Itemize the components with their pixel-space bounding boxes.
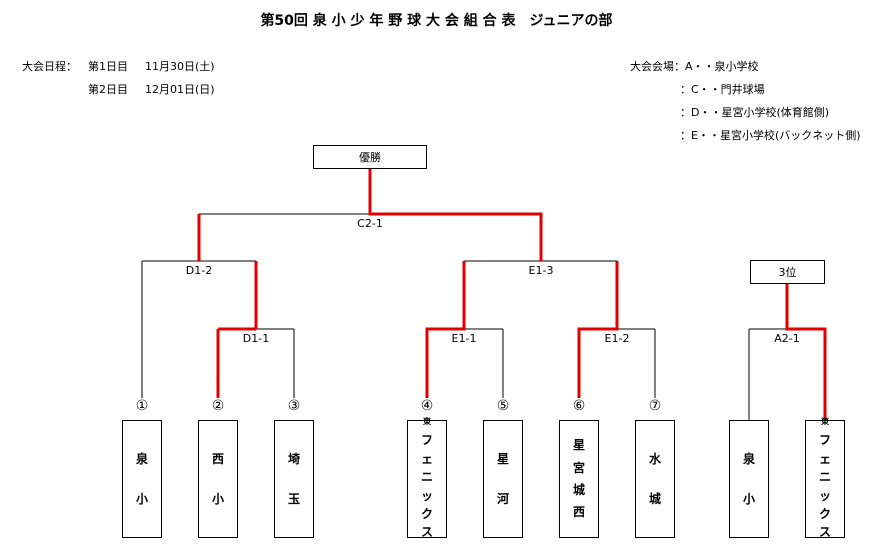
team-name-char: 泉 — [135, 451, 148, 466]
venue-label: 大会会場： — [630, 60, 685, 73]
team-name-char: ッ — [420, 488, 433, 503]
team-number-5: ⑤ — [496, 398, 510, 414]
team-number-4: ④ — [420, 398, 434, 414]
team-number-1: ① — [135, 398, 149, 414]
venue-e: ：E・・星宮小学校(バックネット側) — [680, 129, 861, 142]
team-number-3: ③ — [287, 398, 301, 414]
team-number-2: ② — [211, 398, 225, 414]
team-box-5: 星 河 — [483, 420, 523, 538]
match-third: A2-1 — [774, 332, 800, 345]
team-name-char: 星 — [496, 451, 509, 466]
winner-path-e12 — [577, 261, 619, 398]
winner-path-champion — [368, 168, 543, 261]
team-name-char: ェ — [420, 451, 433, 466]
team-name-char: 城 — [648, 492, 661, 506]
venue-d: ：D・・星宮小学校(体育館側) — [680, 106, 830, 119]
day2-date: 12月01日(日) — [145, 83, 215, 96]
team-name-char: ク — [818, 506, 831, 521]
team-name-char: ス — [420, 525, 433, 540]
team-name-char: 宮 — [572, 460, 585, 475]
team-box-3: 埼 玉 — [274, 420, 314, 538]
match-semi-right: E1-3 — [528, 264, 554, 277]
team-name-char: 水 — [648, 451, 661, 466]
team-name-char: ニ — [818, 470, 831, 485]
champion-box: 優勝 — [313, 145, 427, 169]
team-name-prefix: 東 — [821, 417, 829, 427]
match-d11: D1-1 — [242, 332, 270, 345]
team-name-char: ェ — [818, 451, 831, 466]
third-place-box: 3位 — [750, 260, 825, 284]
match-e11: E1-1 — [451, 332, 477, 345]
match-final: C2-1 — [357, 217, 383, 230]
team-number-6: ⑥ — [572, 398, 586, 414]
team-name-prefix: 東 — [423, 417, 431, 427]
winner-path-third — [785, 284, 827, 420]
team-name-char: ス — [818, 525, 831, 540]
day2-label: 第2日目 — [88, 83, 128, 96]
team-name-char: 玉 — [287, 492, 300, 506]
team-name-char: 小 — [135, 492, 148, 506]
team-name-char: ニ — [420, 470, 433, 485]
team-box-6: 星 宮 城 西 — [559, 420, 599, 538]
third-team-box-2: 東 フ ェ ニ ッ ク ス — [805, 417, 845, 540]
team-name-char: 埼 — [287, 451, 300, 466]
team-name-char: ク — [420, 506, 433, 521]
team-box-4: 東 フ ェ ニ ッ ク ス — [407, 417, 447, 540]
team-box-7: 水 城 — [635, 420, 675, 538]
schedule-label: 大会日程： — [22, 60, 77, 73]
match-e12: E1-2 — [604, 332, 630, 345]
team-name-char: 小 — [211, 492, 224, 506]
third-place-label: 3位 — [778, 266, 797, 279]
team-box-1: 泉 小 — [122, 420, 162, 538]
day1-label: 第1日目 — [88, 60, 128, 73]
team-name-char: ッ — [818, 488, 831, 503]
match-semi-left: D1-2 — [185, 264, 213, 277]
team-name-char: 西 — [211, 451, 224, 466]
venue-c: ：C・・門井球場 — [680, 83, 765, 96]
team-name-char: フ — [818, 433, 831, 448]
team-name-char: 城 — [572, 483, 585, 497]
team-box-2: 西 小 — [198, 420, 238, 538]
day1-date: 11月30日(土) — [145, 60, 215, 73]
champion-label: 優勝 — [359, 151, 381, 164]
page-title: 第50回 泉 小 少 年 野 球 大 会 組 合 表 ジュニアの部 — [260, 13, 613, 29]
team-name-char: 小 — [742, 492, 755, 506]
team-name-char: 星 — [572, 438, 585, 453]
third-team-box-1: 泉 小 — [729, 420, 769, 538]
team-number-7: ⑦ — [648, 398, 662, 414]
team-name-char: 西 — [572, 505, 585, 520]
team-name-char: 河 — [496, 492, 509, 506]
team-name-char: フ — [420, 433, 433, 448]
venue-a: A・・泉小学校 — [685, 60, 759, 73]
team-name-char: 泉 — [742, 451, 755, 466]
